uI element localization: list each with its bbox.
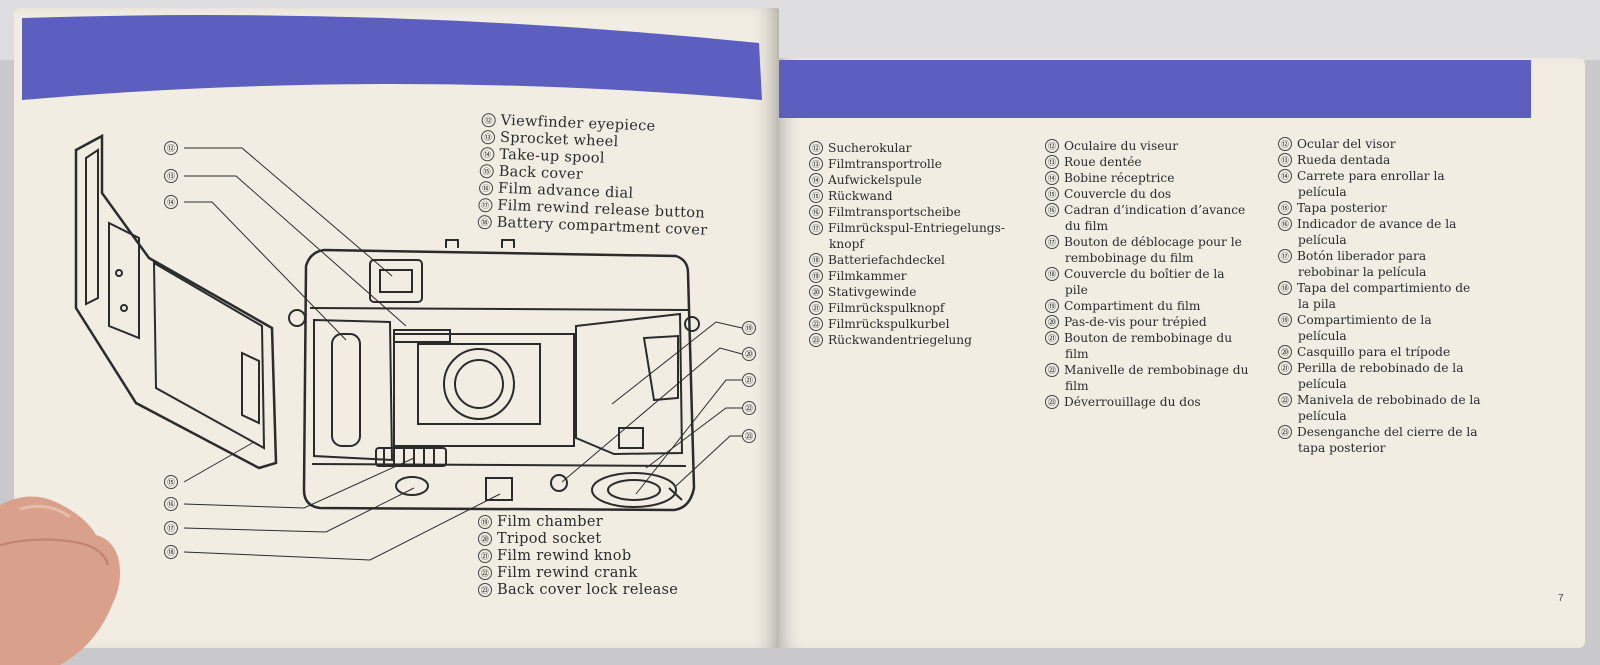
list-item: película (1298, 377, 1347, 391)
list-item: película (1298, 329, 1347, 343)
list-item: pile (1065, 283, 1088, 297)
list-item: película (1298, 185, 1347, 199)
callout-19: ⑲ (742, 321, 756, 335)
list-item: rebobinar la película (1298, 265, 1427, 279)
right-header-band (779, 60, 1531, 118)
list-item: película (1298, 233, 1347, 247)
callout-15: ⑮ (164, 475, 178, 489)
callout-20: ⑳ (742, 347, 756, 361)
callout-23: ㉓ (742, 429, 756, 443)
left-header-band (22, 15, 762, 100)
camera-body-drawing (288, 239, 700, 512)
callout-12: ⑫ (164, 141, 178, 155)
list-item: film (1065, 379, 1089, 393)
list-item: film (1065, 347, 1089, 361)
list-item: tapa posterior (1298, 441, 1386, 455)
callout-17: ⑰ (164, 521, 178, 535)
list-item: knopf (829, 237, 864, 251)
list-item: película (1298, 409, 1347, 423)
callout-21: ㉑ (742, 373, 756, 387)
list-item: la pila (1298, 297, 1336, 311)
callout-13: ⑬ (164, 169, 178, 183)
callout-14: ⑭ (164, 195, 178, 209)
page-number: 7 (1558, 593, 1564, 604)
callout-leader-lines (183, 147, 743, 561)
callout-22: ㉒ (742, 401, 756, 415)
callout-16: ⑯ (164, 497, 178, 511)
callout-18: ⑱ (164, 545, 178, 559)
list-item: du film (1065, 219, 1109, 233)
back-cover-drawing (74, 133, 278, 470)
list-item: rembobinage du film (1065, 251, 1194, 265)
camera-back-diagram (74, 133, 743, 561)
